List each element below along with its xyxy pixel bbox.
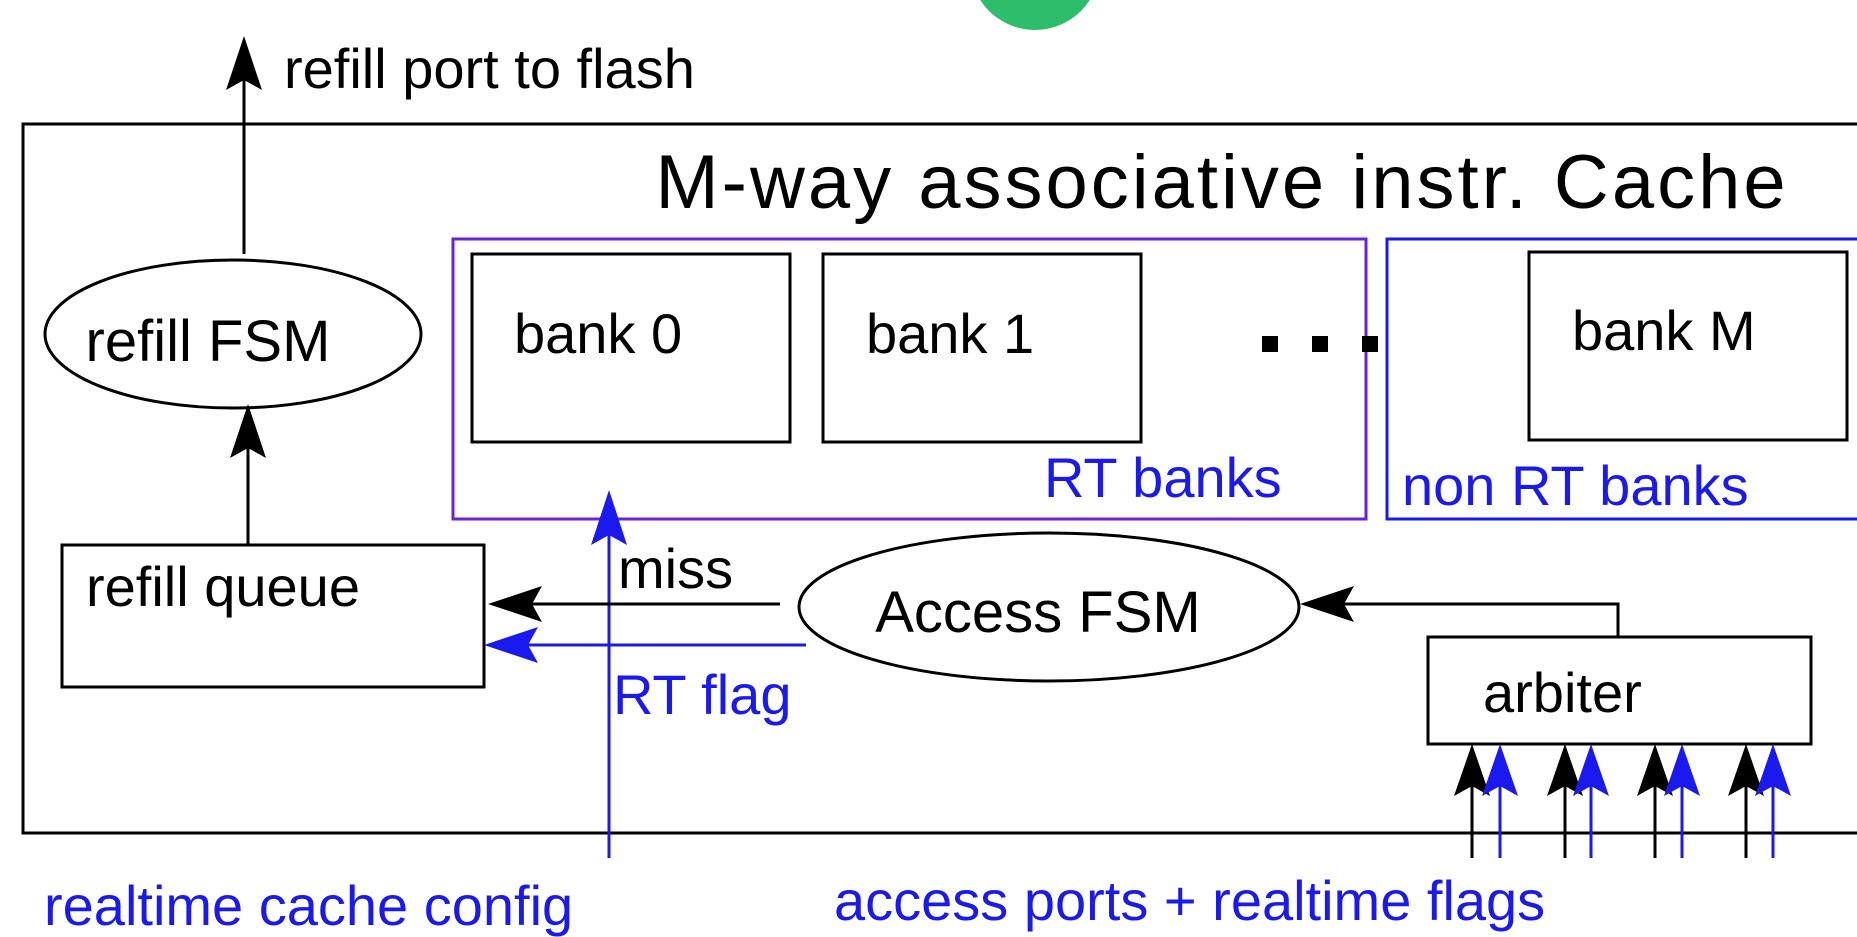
refill-port-arrowhead	[226, 36, 262, 90]
realtime-config-arrowhead	[591, 490, 627, 545]
rt-banks-group	[451, 237, 1368, 521]
rt-flag-label: RT flag	[613, 663, 791, 726]
miss-arrowhead	[488, 586, 542, 622]
refill-fsm-label: refill FSM	[86, 309, 331, 374]
realtime-cache-config-label: realtime cache config	[44, 874, 573, 937]
arbiter-box	[1426, 635, 1813, 746]
ellipsis-dots	[1262, 336, 1378, 352]
bank-m-box	[1527, 250, 1849, 442]
refill-port-label: refill port to flash	[284, 37, 695, 100]
arbiter-label: arbiter	[1483, 661, 1642, 724]
non-rt-banks-label: non RT banks	[1402, 454, 1749, 517]
arbiter-to-fsm-arrowhead	[1300, 586, 1354, 622]
rt-flag-arrowhead	[484, 627, 538, 663]
bank-m-label: bank M	[1572, 299, 1756, 362]
rt-banks-label: RT banks	[1044, 446, 1282, 509]
non-rt-banks-group	[1385, 237, 1857, 521]
bank-0-box	[470, 252, 792, 444]
green-circle-icon	[980, 0, 1090, 30]
cache-title: M-way associative instr. Cache	[655, 140, 1788, 225]
refill-queue-label: refill queue	[86, 555, 360, 618]
refill-queue-box	[60, 543, 486, 689]
access-fsm-label: Access FSM	[875, 580, 1201, 645]
refill-fsm-node	[43, 258, 423, 410]
access-port-arrows	[1454, 744, 1791, 858]
access-fsm-node	[797, 531, 1301, 683]
bank-0-label: bank 0	[514, 302, 682, 365]
miss-label: miss	[618, 537, 733, 600]
queue-to-fsm-arrowhead	[230, 404, 266, 458]
access-ports-label: access ports + realtime flags	[834, 869, 1545, 932]
bank-1-label: bank 1	[866, 302, 1034, 365]
cache-outer-box	[21, 122, 1857, 835]
bank-1-box	[821, 252, 1143, 444]
arbiter-to-fsm-arrow	[1310, 602, 1620, 636]
